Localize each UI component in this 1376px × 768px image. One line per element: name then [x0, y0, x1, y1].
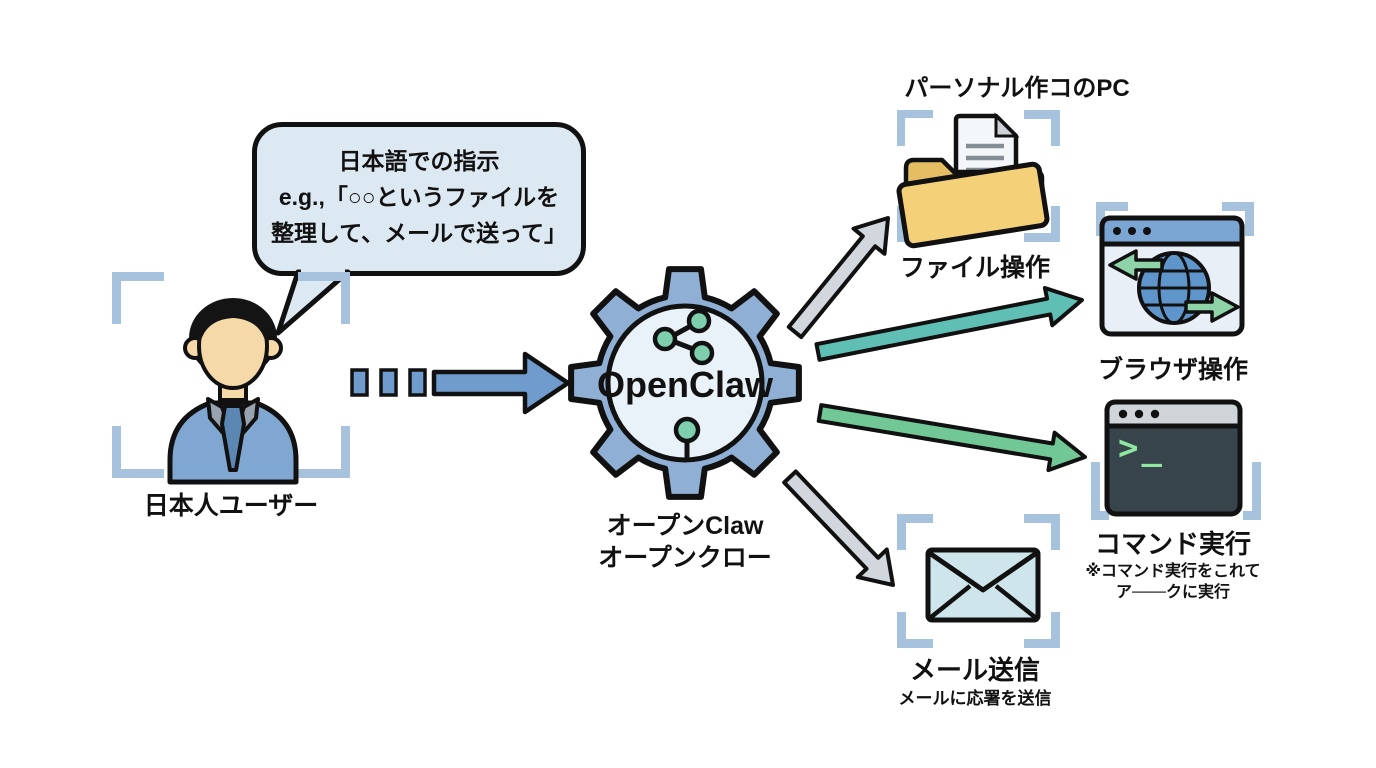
engine-name: OpenClaw	[596, 364, 774, 405]
mail-label: メール送信	[909, 655, 1040, 685]
dash-squares-icon	[350, 368, 427, 397]
command-bracket-br	[1243, 462, 1261, 520]
arrow-left-icon	[1108, 249, 1164, 281]
mail-bracket-tr	[1024, 514, 1060, 550]
node-dot-icon	[673, 416, 701, 461]
pc-group-title: パーソナル作コのPC	[904, 75, 1130, 102]
mail-bracket-bl	[897, 612, 933, 648]
user-icon	[167, 298, 299, 485]
user-bracket-tl	[112, 272, 164, 324]
user-label: 日本人ユーザー	[143, 492, 319, 520]
speech-bubble-text: 日本語での指示 e.g.,「○○というファイルを 整理して、メールで送って」	[257, 143, 581, 251]
arrow-engine-to-command-icon	[816, 403, 1087, 473]
terminal-prompt: >_	[1118, 428, 1165, 468]
engine-alias-2: オープンクロー	[598, 544, 772, 572]
engine-alias-1: オープンClaw	[606, 512, 764, 540]
arrow-right-icon	[1184, 291, 1240, 323]
arrow-engine-to-mail-icon	[782, 469, 895, 587]
browser-bracket-tr	[1222, 202, 1254, 236]
file-bracket-tr	[1024, 110, 1060, 146]
terminal-window-icon	[1104, 399, 1243, 517]
file-bracket-br	[1024, 206, 1060, 242]
speech-bubble: 日本語での指示 e.g.,「○○というファイルを 整理して、メールで送って」	[252, 122, 586, 276]
folder-icon	[896, 157, 1050, 249]
mail-note: メールに応署を送信	[898, 689, 1052, 708]
mail-bracket-br	[1024, 612, 1060, 648]
user-bracket-br	[298, 426, 350, 478]
envelope-icon	[925, 547, 1041, 623]
command-label: コマンド実行	[1094, 529, 1251, 559]
browser-label: ブラウザ操作	[1097, 356, 1248, 384]
browser-window-icon	[1099, 215, 1245, 337]
arrow-engine-to-file-icon	[786, 216, 890, 340]
bubble-line-2: e.g.,「○○というファイルを	[278, 184, 560, 210]
file-operation-icon	[896, 112, 1050, 249]
mail-bracket-tl	[897, 514, 933, 550]
arrow-engine-to-browser-icon	[814, 286, 1084, 362]
file-label: ファイル操作	[899, 254, 1050, 282]
command-note-2: ア───クに実行	[1115, 584, 1230, 601]
command-note-1: ※コマンド実行をこれて	[1085, 563, 1261, 580]
bubble-line-3: 整理して、メールで送って」	[270, 220, 567, 246]
bubble-line-1: 日本語での指示	[338, 148, 500, 174]
command-bracket-bl	[1091, 462, 1109, 520]
user-bracket-bl	[112, 426, 164, 478]
gear-icon	[568, 266, 802, 500]
user-bracket-tr	[298, 272, 350, 324]
arrow-user-to-engine-icon	[431, 351, 571, 415]
file-bracket-tl	[897, 110, 933, 146]
share-icon	[652, 308, 715, 366]
browser-bracket-tl	[1096, 202, 1128, 236]
